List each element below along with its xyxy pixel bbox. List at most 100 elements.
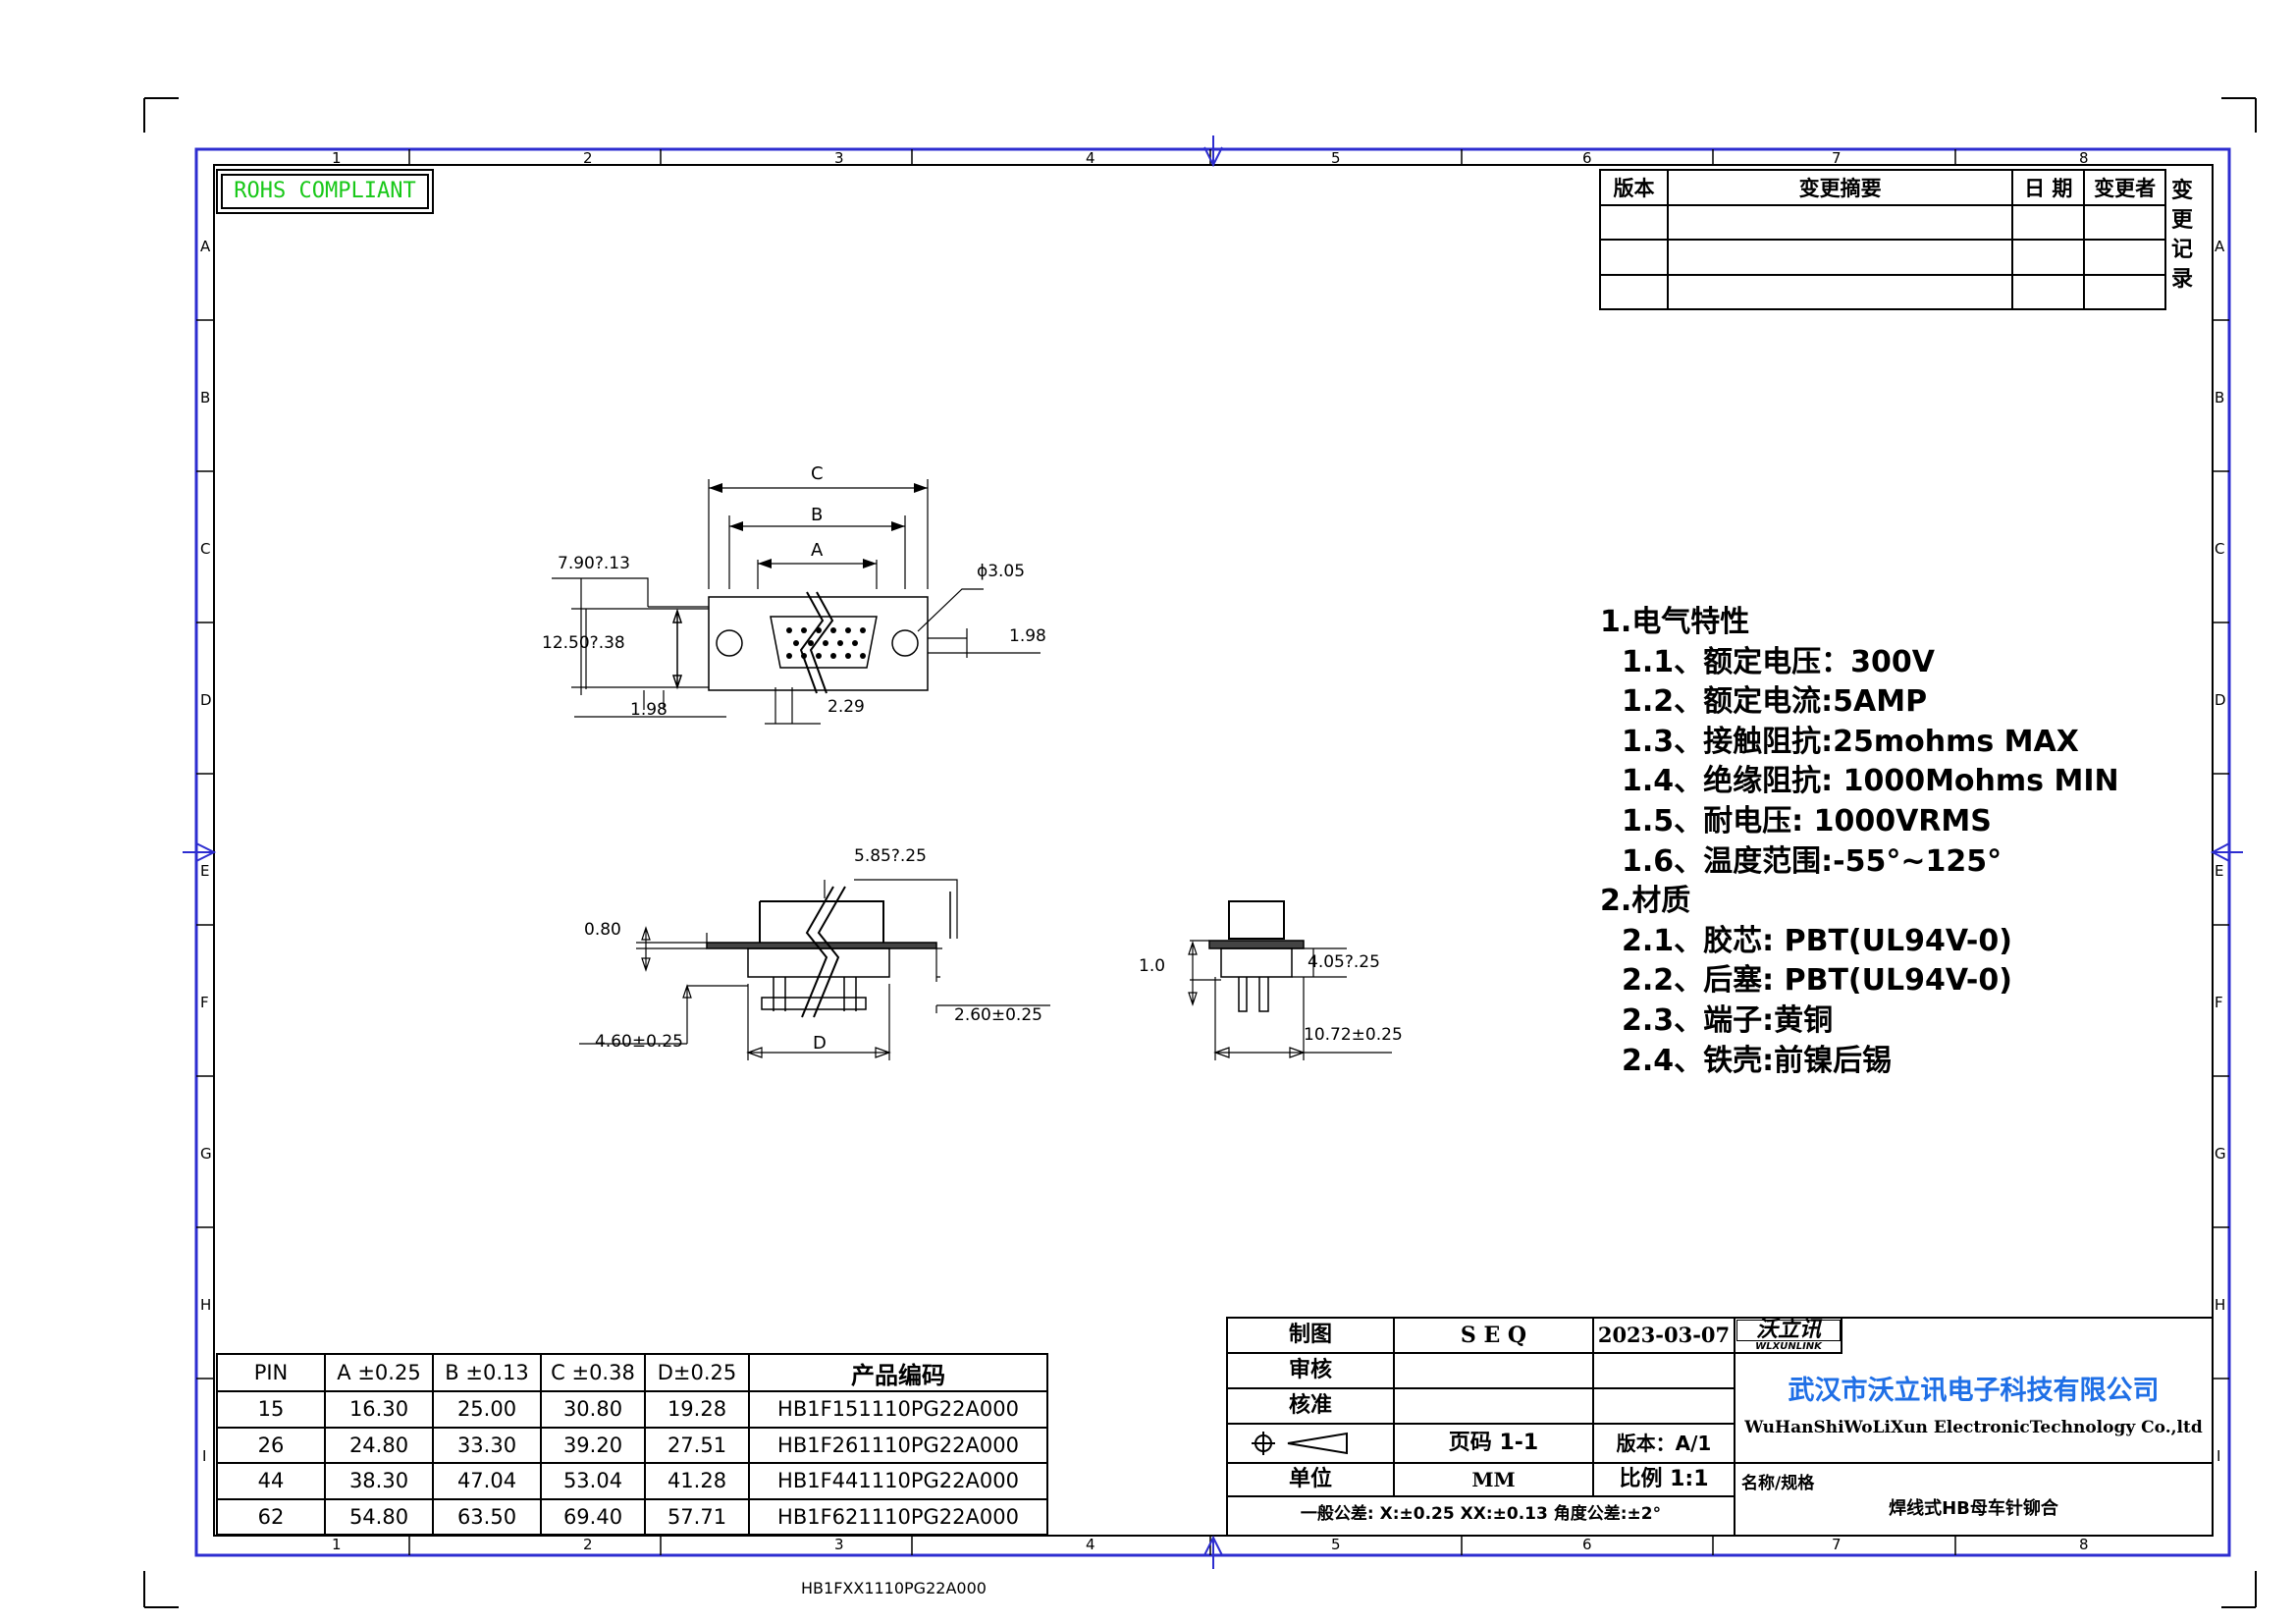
dimension-label: 1.98 bbox=[630, 700, 667, 720]
spec-item: 2.3、端子:黄铜 bbox=[1622, 1002, 1834, 1038]
specifications: 1.电气特性 1.1、额定电压：300V 1.2、额定电流:5AMP 1.3、接… bbox=[1600, 603, 2119, 1081]
dimension-label: 2.60±0.25 bbox=[954, 1005, 1042, 1025]
spec-item: 2.1、胶芯: PBT(UL94V-0) bbox=[1622, 923, 2012, 958]
draw-label: 制图 bbox=[1288, 1323, 1332, 1347]
table-cell: 47.04 bbox=[432, 1462, 542, 1500]
row-label-right-c: C bbox=[2215, 540, 2225, 558]
table-cell: 30.80 bbox=[540, 1390, 646, 1429]
row-label-left-h: H bbox=[200, 1296, 212, 1314]
table-cell: 44 bbox=[216, 1462, 326, 1500]
dimension-label: 1.98 bbox=[1009, 626, 1046, 646]
title-block-grid bbox=[1226, 1317, 2214, 1537]
scale-label: 比例 1:1 bbox=[1619, 1467, 1709, 1491]
name-spec-label: 名称/规格 bbox=[1741, 1474, 1815, 1493]
row-label-right-b: B bbox=[2215, 389, 2225, 406]
row-label-left-f: F bbox=[200, 994, 209, 1011]
table-cell: 63.50 bbox=[432, 1497, 542, 1536]
column-label-top-6: 6 bbox=[1582, 149, 1592, 167]
revision-header-author: 变更者 bbox=[2083, 169, 2166, 206]
dimension-label: 0.80 bbox=[584, 920, 621, 940]
table-cell: HB1F621110PG22A000 bbox=[748, 1497, 1048, 1536]
drawing-date: 2023-03-07 bbox=[1597, 1323, 1731, 1347]
pin-table-header: 产品编码 bbox=[748, 1353, 1048, 1392]
logo-mark: 沃立讯 bbox=[1736, 1320, 1841, 1341]
row-label-right-f: F bbox=[2215, 994, 2223, 1011]
pin-table-header: PIN bbox=[216, 1353, 326, 1392]
spec-item: 1.5、耐电压: 1000VRMS bbox=[1622, 803, 1992, 839]
table-row: 62 54.80 63.50 69.40 57.71 HB1F621110PG2… bbox=[216, 1497, 1048, 1536]
page-number: 页码 1-1 bbox=[1448, 1431, 1539, 1455]
column-label-bottom-7: 7 bbox=[1832, 1536, 1842, 1553]
side-char: 更 bbox=[2170, 208, 2193, 233]
dimension-a: A bbox=[811, 540, 824, 561]
table-cell: 25.00 bbox=[432, 1390, 542, 1429]
table-cell: 54.80 bbox=[324, 1497, 434, 1536]
company-name-en: WuHanShiWoLiXun ElectronicTechnology Co.… bbox=[1744, 1418, 2203, 1437]
company-name-cn: 武汉市沃立讯电子科技有限公司 bbox=[1788, 1376, 2160, 1406]
check-label: 审核 bbox=[1288, 1358, 1332, 1382]
table-cell: 27.51 bbox=[644, 1426, 750, 1464]
pin-table-header: A ±0.25 bbox=[324, 1353, 434, 1392]
unit-label: 单位 bbox=[1288, 1467, 1332, 1491]
sheet-frame bbox=[183, 135, 2243, 1569]
table-cell: HB1F261110PG22A000 bbox=[748, 1426, 1048, 1464]
footer-part-code: HB1FXX1110PG22A000 bbox=[801, 1579, 987, 1597]
pin-table: PIN A ±0.25 B ±0.13 C ±0.38 D±0.25 产品编码 … bbox=[216, 1353, 1048, 1536]
table-cell: 26 bbox=[216, 1426, 326, 1464]
column-label-bottom-5: 5 bbox=[1331, 1536, 1341, 1553]
approve-label: 核准 bbox=[1288, 1393, 1332, 1418]
spec-item: 2.2、后塞: PBT(UL94V-0) bbox=[1622, 963, 2012, 999]
revision-header-summary: 变更摘要 bbox=[1667, 169, 2014, 206]
dimension-label: 5.85?.25 bbox=[854, 846, 927, 866]
dimension-c: C bbox=[811, 463, 824, 484]
column-label-bottom-8: 8 bbox=[2079, 1536, 2089, 1553]
column-label-top-2: 2 bbox=[583, 149, 593, 167]
table-cell: 39.20 bbox=[540, 1426, 646, 1464]
column-label-bottom-3: 3 bbox=[834, 1536, 844, 1553]
table-cell: 19.28 bbox=[644, 1390, 750, 1429]
column-label-bottom-6: 6 bbox=[1582, 1536, 1592, 1553]
row-label-right-d: D bbox=[2215, 691, 2226, 709]
table-cell: 62 bbox=[216, 1497, 326, 1536]
revision-side-label: 变 更 记 录 bbox=[2167, 177, 2197, 295]
side-view bbox=[579, 879, 1050, 1060]
end-view bbox=[1188, 900, 1392, 1060]
column-label-top-7: 7 bbox=[1832, 149, 1842, 167]
column-label-top-5: 5 bbox=[1331, 149, 1341, 167]
dimension-label: 7.90?.13 bbox=[558, 554, 630, 573]
spec-item: 1.3、接触阻抗:25mohms MAX bbox=[1622, 724, 2079, 759]
row-label-left-e: E bbox=[200, 862, 210, 880]
table-cell: 57.71 bbox=[644, 1497, 750, 1536]
column-label-bottom-2: 2 bbox=[583, 1536, 593, 1553]
revision-row bbox=[1598, 239, 2166, 276]
dimension-label: 4.05?.25 bbox=[1308, 952, 1380, 972]
table-cell: 33.30 bbox=[432, 1426, 542, 1464]
column-label-top-4: 4 bbox=[1086, 149, 1095, 167]
row-label-left-g: G bbox=[200, 1145, 212, 1163]
row-label-right-h: H bbox=[2215, 1296, 2226, 1314]
row-label-left-b: B bbox=[200, 389, 211, 406]
table-cell: 69.40 bbox=[540, 1497, 646, 1536]
table-cell: HB1F151110PG22A000 bbox=[748, 1390, 1048, 1429]
row-label-right-i: I bbox=[2216, 1447, 2221, 1465]
row-label-left-i: I bbox=[202, 1447, 207, 1465]
version-label: 版本：A/1 bbox=[1616, 1432, 1712, 1455]
column-label-top-8: 8 bbox=[2079, 149, 2089, 167]
table-cell: HB1F441110PG22A000 bbox=[748, 1462, 1048, 1500]
spec-heading-electrical: 1.电气特性 bbox=[1600, 605, 1750, 639]
column-label-top-1: 1 bbox=[332, 149, 342, 167]
dimension-label: 10.72±0.25 bbox=[1304, 1025, 1403, 1045]
unit-value: MM bbox=[1471, 1468, 1516, 1491]
revision-row bbox=[1598, 203, 2166, 242]
rohs-badge: ROHS COMPLIANT bbox=[216, 169, 434, 214]
table-cell: 38.30 bbox=[324, 1462, 434, 1500]
row-label-right-e: E bbox=[2215, 862, 2224, 880]
revision-row bbox=[1598, 273, 2166, 311]
column-label-bottom-4: 4 bbox=[1086, 1536, 1095, 1553]
product-name: 焊线式HB母车针铆合 bbox=[1889, 1498, 2058, 1519]
pin-table-header: B ±0.13 bbox=[432, 1353, 542, 1392]
drawer-name: S E Q bbox=[1460, 1323, 1527, 1348]
side-char: 记 bbox=[2170, 238, 2193, 262]
front-view bbox=[552, 479, 1041, 725]
table-cell: 41.28 bbox=[644, 1462, 750, 1500]
